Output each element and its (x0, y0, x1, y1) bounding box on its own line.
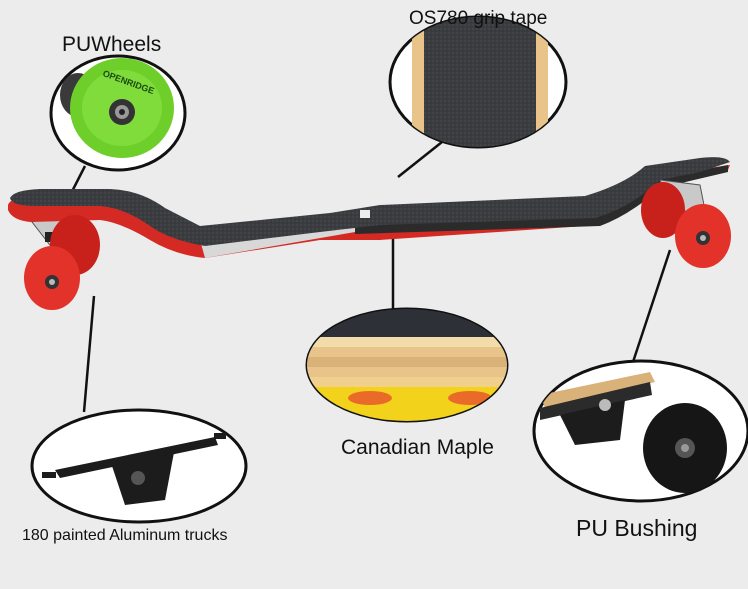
label-grip-tape: OS780 grip tape (409, 8, 548, 29)
bushing-callout (532, 359, 748, 503)
left-wheel-front (24, 215, 100, 310)
wheel-callout: OPENRIDGE (49, 54, 187, 172)
label-canadian-maple: Canadian Maple (341, 436, 494, 459)
label-pu-wheels: PUWheels (62, 33, 162, 56)
truck-callout (30, 408, 248, 524)
grip-tape-callout (388, 15, 568, 149)
deck-grip-top (10, 157, 730, 246)
label-aluminum-trucks: 180 painted Aluminum trucks (22, 527, 228, 544)
right-wheel (641, 182, 731, 268)
maple-callout (305, 307, 509, 423)
longboard (8, 157, 731, 310)
label-pu-bushing: PU Bushing (576, 515, 698, 541)
